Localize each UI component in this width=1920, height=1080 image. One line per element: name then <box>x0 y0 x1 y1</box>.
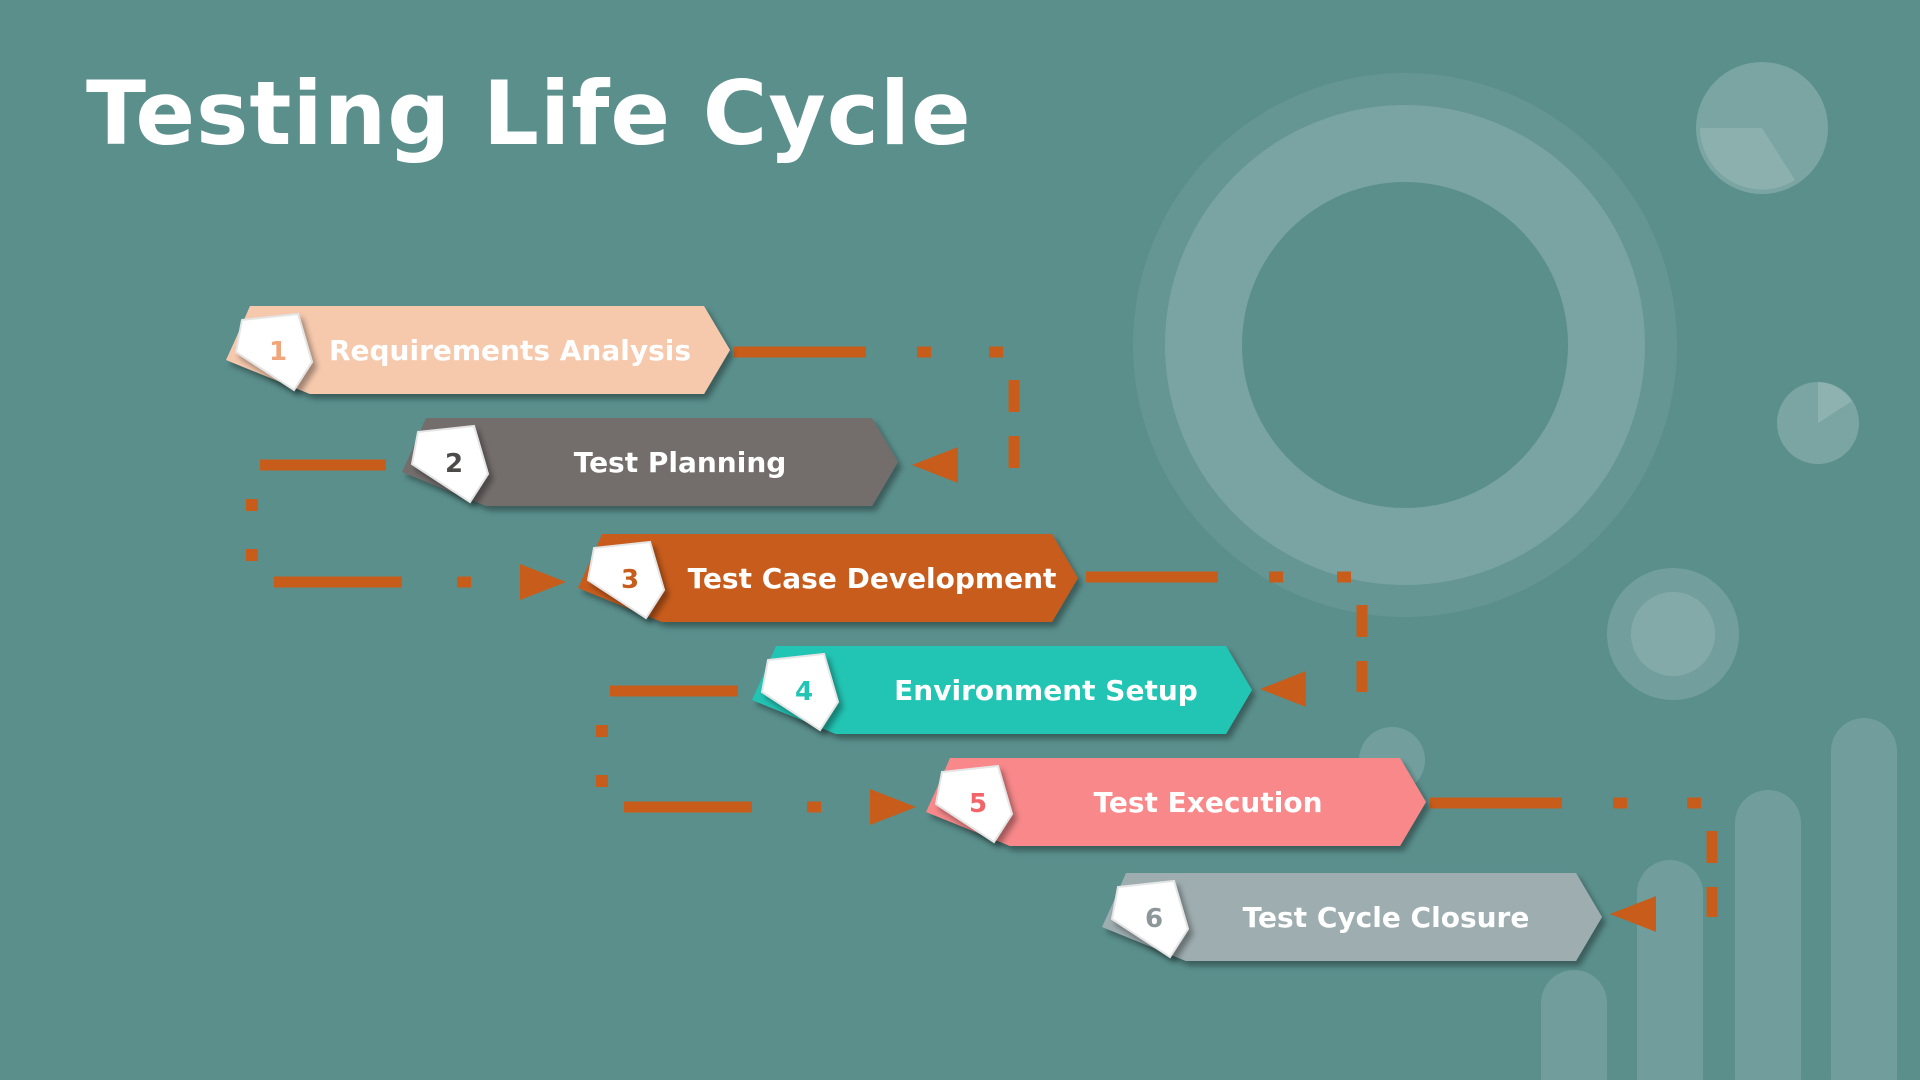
step-banner <box>578 534 1078 622</box>
connector-arrow <box>912 447 958 483</box>
tiny-pie-slice <box>1818 382 1852 423</box>
step-number-badge <box>934 764 1014 844</box>
step-number: 6 <box>1145 904 1163 934</box>
small-pie-top-slice <box>1700 128 1795 190</box>
ring-pie <box>1607 568 1739 700</box>
step-number-badge <box>410 424 490 504</box>
small-pie-top <box>1696 62 1828 194</box>
page-title: Testing Life Cycle <box>86 62 972 165</box>
step-number-badge <box>760 652 840 732</box>
step-label: Test Cycle Closure <box>1243 901 1530 934</box>
flow-connectors <box>246 346 1718 932</box>
step-number: 3 <box>621 565 639 595</box>
bar-decoration <box>1541 718 1897 1080</box>
step-label: Test Planning <box>574 446 787 479</box>
connector-dot <box>989 346 1003 358</box>
step-number: 4 <box>795 677 813 707</box>
connector-arrow <box>1610 896 1656 932</box>
step-label: Requirements Analysis <box>329 334 691 367</box>
connector-arrow <box>520 564 566 600</box>
connector-dot <box>1687 797 1701 809</box>
connector-dot <box>807 801 821 813</box>
step-number-badge <box>1110 879 1190 959</box>
step-4: 4 Environment Setup <box>752 646 1252 734</box>
connector-dot <box>596 775 608 787</box>
step-6: 6 Test Cycle Closure <box>1102 873 1602 961</box>
connector-dot <box>246 549 258 561</box>
step-number-badge <box>586 540 666 620</box>
ring-pie-inner <box>1631 592 1715 676</box>
step-label: Test Case Development <box>688 562 1057 595</box>
step-5: 5 Test Execution <box>926 758 1426 846</box>
step-number: 5 <box>969 789 987 819</box>
connector-arrow <box>870 789 916 825</box>
donut-hole <box>1242 182 1568 508</box>
step-2: 2 Test Planning <box>402 418 898 506</box>
connector-dot <box>246 499 258 511</box>
connector-dot <box>917 346 931 358</box>
connector-dot <box>1337 571 1351 583</box>
step-number: 2 <box>445 449 463 479</box>
step-number: 1 <box>269 337 287 367</box>
step-banner <box>926 758 1426 846</box>
step-label: Test Execution <box>1093 786 1322 819</box>
background-decoration <box>1133 62 1897 1080</box>
step-label: Environment Setup <box>894 674 1198 707</box>
connector-dot <box>1269 571 1283 583</box>
tiny-pie <box>1777 382 1859 464</box>
connector-dot <box>1613 797 1627 809</box>
connector-dot <box>457 576 471 588</box>
step-1: 1 Requirements Analysis <box>226 306 730 394</box>
step-banner <box>226 306 730 394</box>
step-number-badge <box>234 312 314 392</box>
step-banner <box>402 418 898 506</box>
connector-dot <box>596 725 608 737</box>
connector-arrow <box>1260 671 1306 707</box>
donut-track <box>1165 105 1645 585</box>
step-3: 3 Test Case Development <box>578 534 1078 622</box>
step-banner <box>1102 873 1602 961</box>
step-banner <box>752 646 1252 734</box>
